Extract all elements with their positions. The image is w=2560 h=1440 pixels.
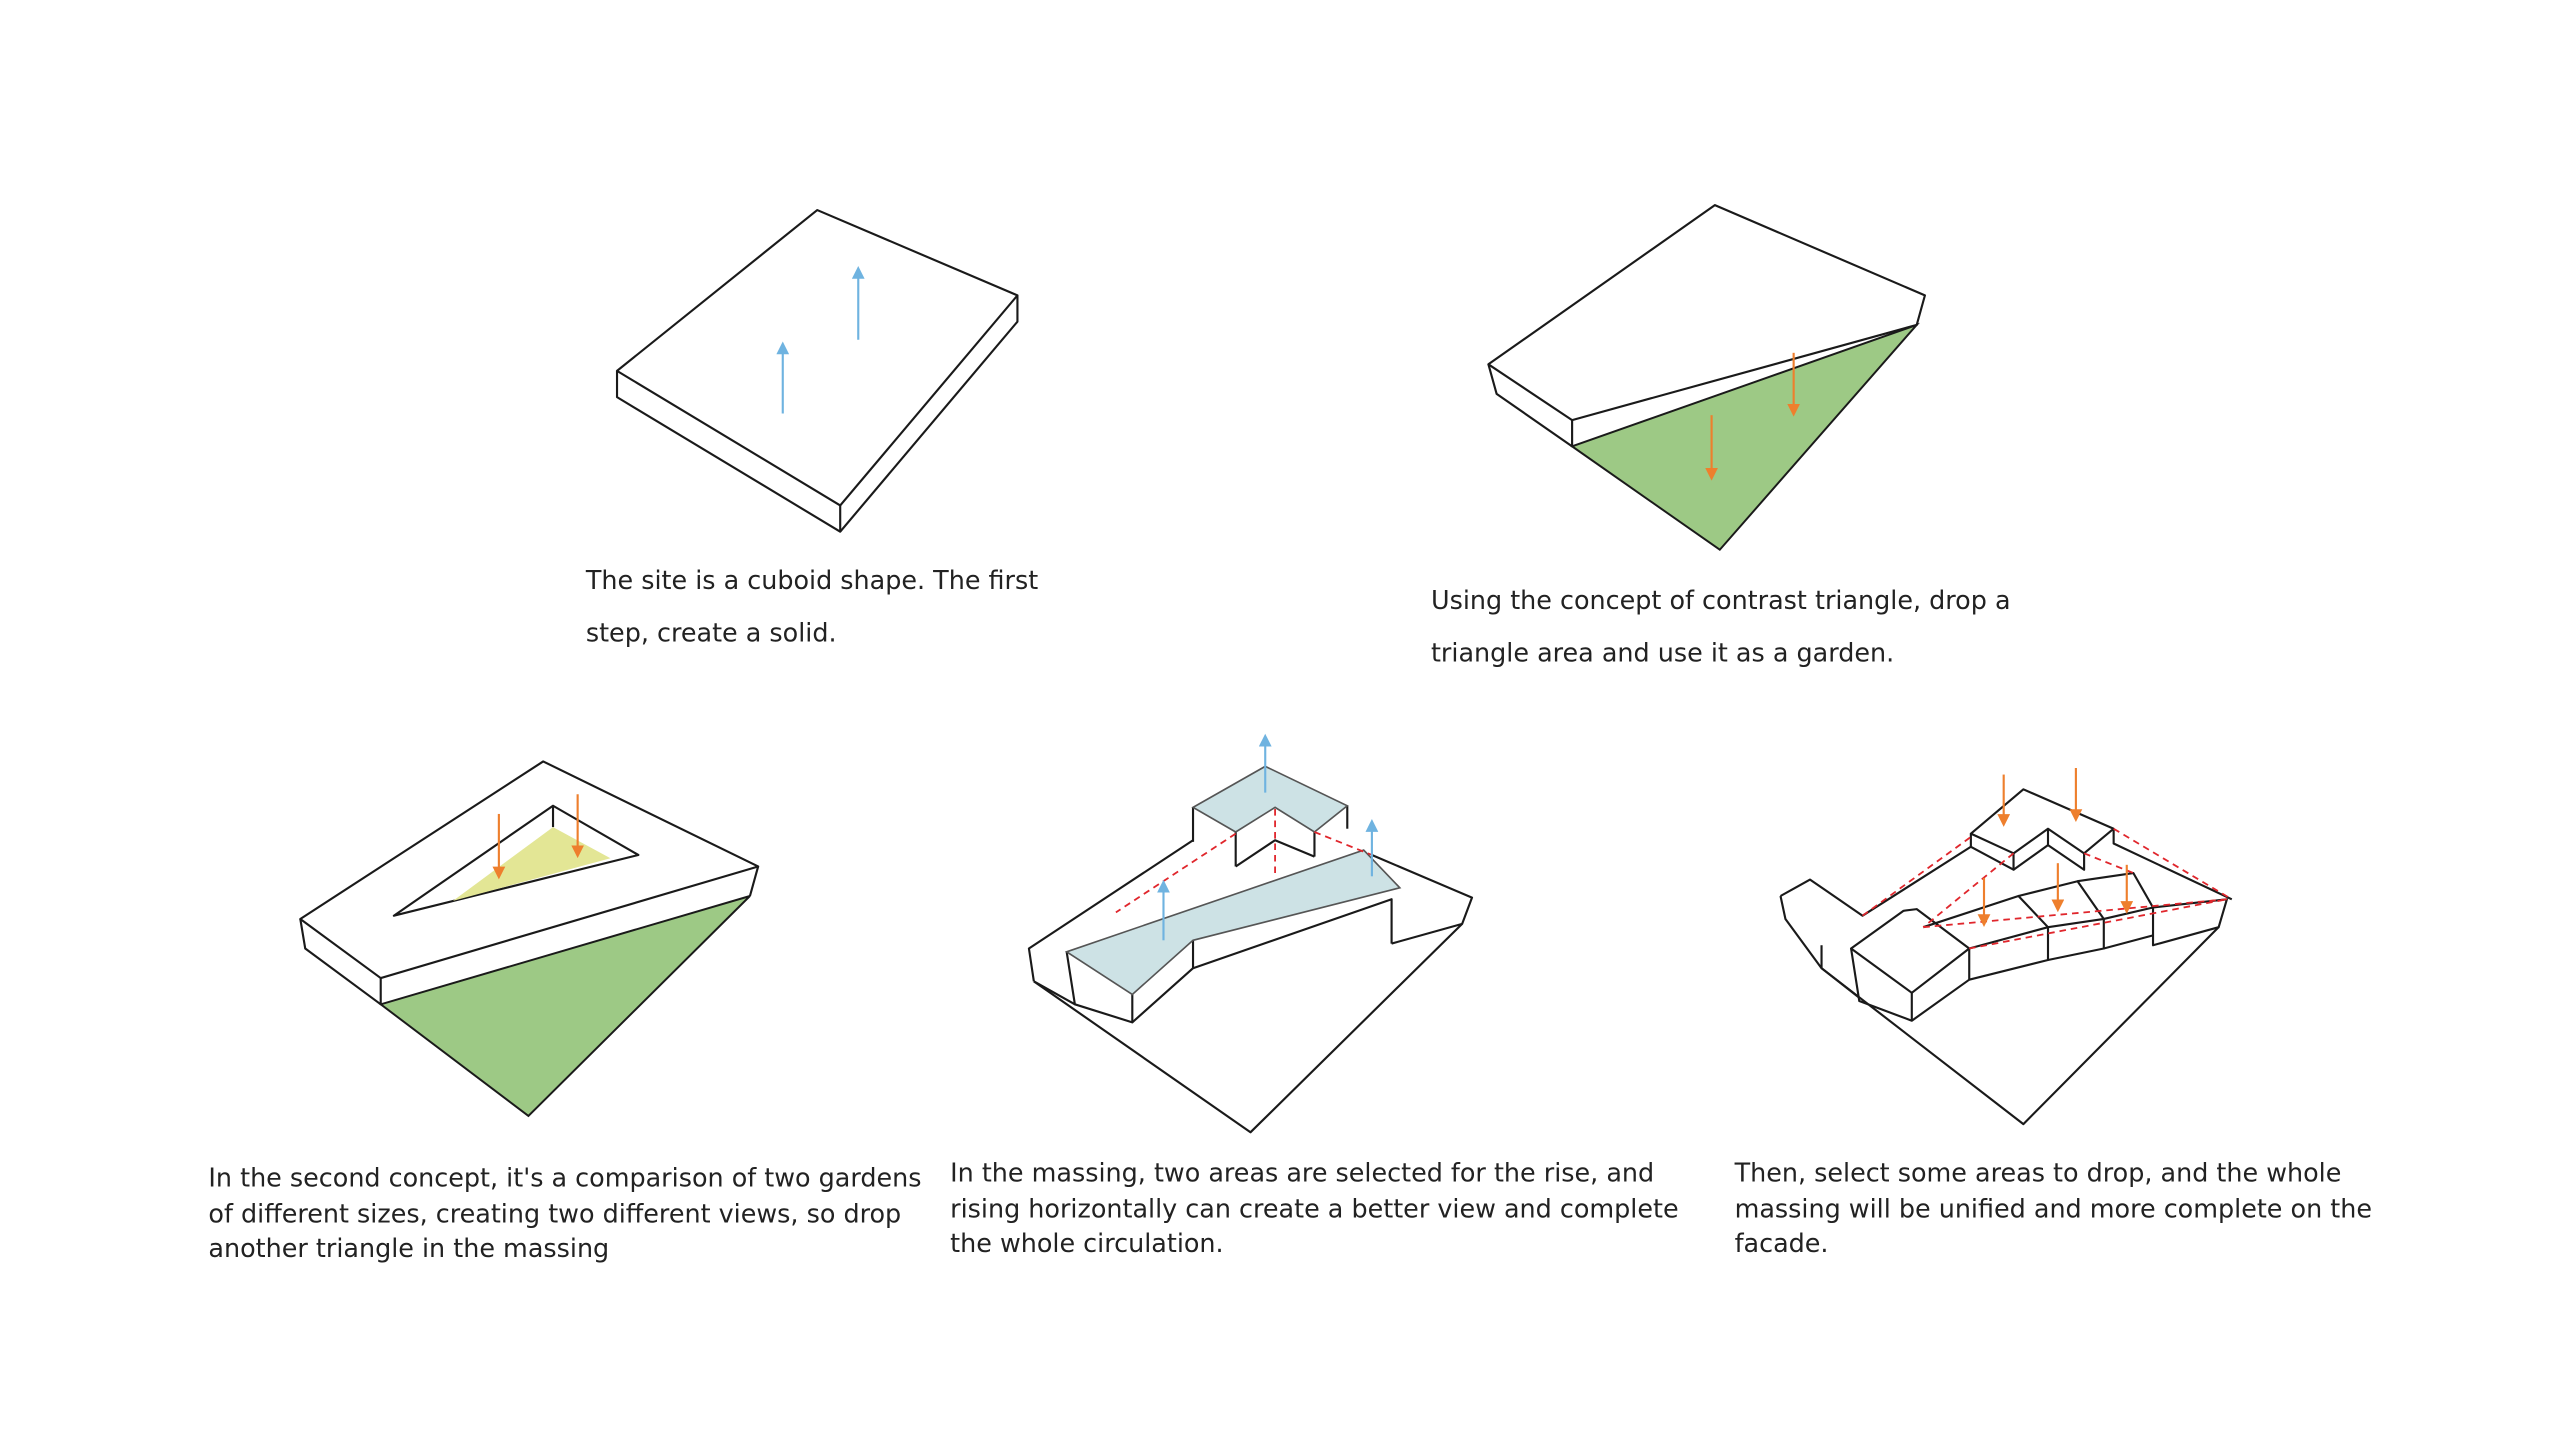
garden-triangle-large — [378, 895, 751, 1118]
step-2-caption: Using the concept of contrast triangle, … — [1431, 585, 2019, 668]
step-1-cuboid: The site is a cuboid shape. The first st… — [585, 208, 1046, 648]
step-3-caption: In the second concept, it's a comparison… — [208, 1162, 929, 1263]
raised-block — [1191, 765, 1349, 834]
step-3-two-gardens: In the second concept, it's a comparison… — [208, 760, 929, 1263]
step-5-caption: Then, select some areas to drop, and the… — [1734, 1158, 2381, 1259]
garden-triangle-small — [452, 827, 611, 901]
garden-triangle — [1569, 322, 1920, 552]
raised-bar — [1064, 849, 1402, 996]
step-4-caption: In the massing, two areas are selected f… — [950, 1158, 1687, 1259]
step-5-drop: Then, select some areas to drop, and the… — [1734, 768, 2381, 1259]
step-2-triangle-garden: Using the concept of contrast triangle, … — [1431, 204, 2019, 668]
step-4-rise: In the massing, two areas are selected f… — [950, 733, 1687, 1259]
step-1-caption: The site is a cuboid shape. The first st… — [585, 565, 1046, 648]
